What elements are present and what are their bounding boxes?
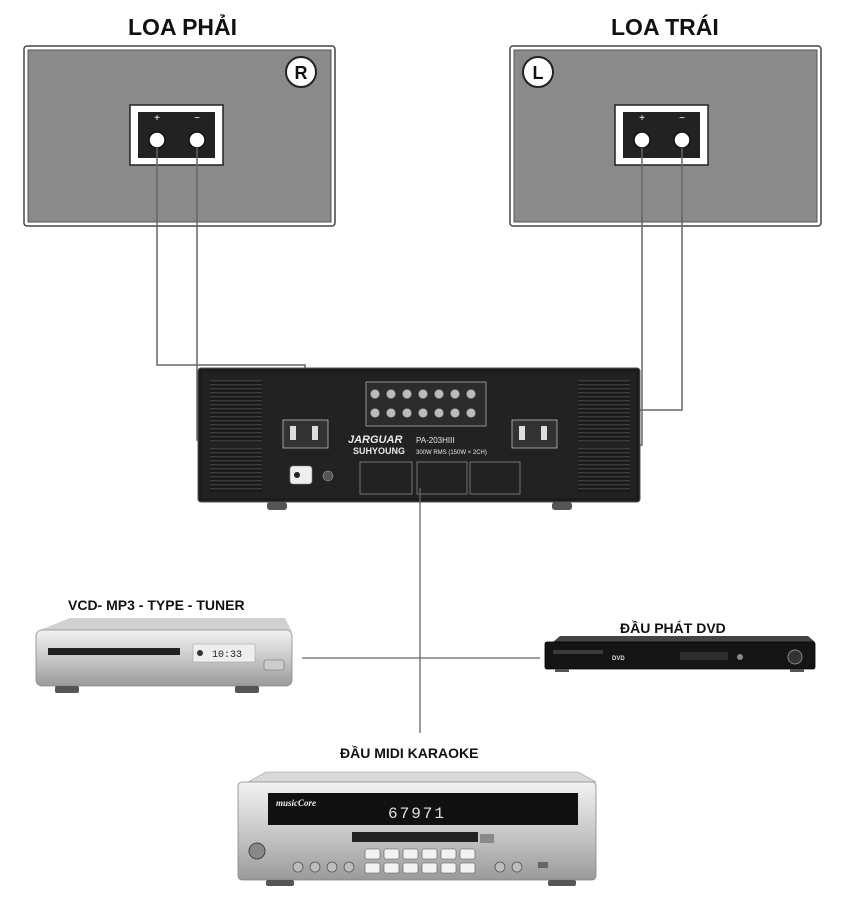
amp-vent-right-top <box>578 380 630 442</box>
left-speaker-terminal: + − <box>614 104 709 166</box>
dvd-player-label: ĐẦU PHÁT DVD <box>620 620 726 636</box>
left-plus-terminal-icon <box>633 131 651 149</box>
amp-speaker-output-left <box>511 419 558 449</box>
amp-model: PA-203HIII <box>416 436 455 445</box>
vcd-player-label: VCD- MP3 - TYPE - TUNER <box>68 597 245 613</box>
right-plus-terminal-icon <box>148 131 166 149</box>
vcd-disc-tray <box>48 648 180 655</box>
amp-rca-panel <box>365 381 487 427</box>
amp-foot-left <box>267 502 287 510</box>
right-speaker-title: LOA PHẢI <box>128 14 238 40</box>
vcd-foot-left <box>55 686 79 693</box>
left-speaker-badge: L <box>522 56 554 88</box>
right-minus-terminal-icon <box>188 131 206 149</box>
vcd-display: 10:33 <box>212 650 242 661</box>
amp-speaker-output-right <box>282 419 329 449</box>
source-wires <box>302 488 540 733</box>
amp-vent-right-bottom <box>578 448 630 492</box>
amp-rca-jacks <box>370 389 476 418</box>
left-speaker-title: LOA TRÁI <box>611 14 719 40</box>
midi-display: 67971 <box>388 805 446 823</box>
vcd-foot-right <box>235 686 259 693</box>
amp-foot-right <box>552 502 572 510</box>
svg-text:L: L <box>533 63 544 83</box>
amp-power-socket-icon <box>289 465 313 485</box>
dvd-player: DVD <box>544 636 816 672</box>
vcd-player: 10:33 <box>35 618 293 693</box>
midi-display-panel <box>268 793 578 825</box>
right-speaker-badge: R <box>285 56 317 88</box>
midi-karaoke-label: ĐẦU MIDI KARAOKE <box>340 745 479 761</box>
vcd-button <box>263 659 285 671</box>
amplifier: JARGUAR SUHYOUNG PA-203HIII 300W RMS (15… <box>197 367 641 510</box>
svg-text:+: + <box>639 113 645 124</box>
svg-text:−: − <box>679 113 685 124</box>
amp-fuse-icon <box>322 470 334 482</box>
svg-text:R: R <box>295 63 308 83</box>
dvd-disc-tray <box>553 650 603 654</box>
dvd-badge: DVD <box>612 656 625 662</box>
midi-disc-slot <box>352 832 478 842</box>
amp-spec: 300W RMS (150W × 2CH) <box>416 450 487 456</box>
midi-power-knob-icon <box>248 842 266 860</box>
svg-text:−: − <box>194 113 200 124</box>
amp-vent-left-top <box>210 380 262 442</box>
amp-brand: JARGUAR <box>348 434 402 446</box>
midi-foot-right <box>548 880 576 886</box>
midi-brand: musicCore <box>276 798 316 808</box>
midi-foot-left <box>266 880 294 886</box>
right-speaker-terminal: + − <box>129 104 224 166</box>
dvd-knob-icon <box>787 649 803 665</box>
midi-usb-port-icon <box>538 862 548 868</box>
right-speaker: R + − <box>23 45 336 227</box>
svg-text:+: + <box>154 113 160 124</box>
amp-maker: SUHYOUNG <box>353 446 405 456</box>
amp-vent-left-bottom <box>210 448 262 492</box>
midi-round-buttons <box>292 861 523 873</box>
midi-keypad <box>364 848 476 874</box>
left-speaker: L + − <box>509 45 822 227</box>
midi-karaoke-player: musicCore 67971 <box>237 771 598 886</box>
left-minus-terminal-icon <box>673 131 691 149</box>
